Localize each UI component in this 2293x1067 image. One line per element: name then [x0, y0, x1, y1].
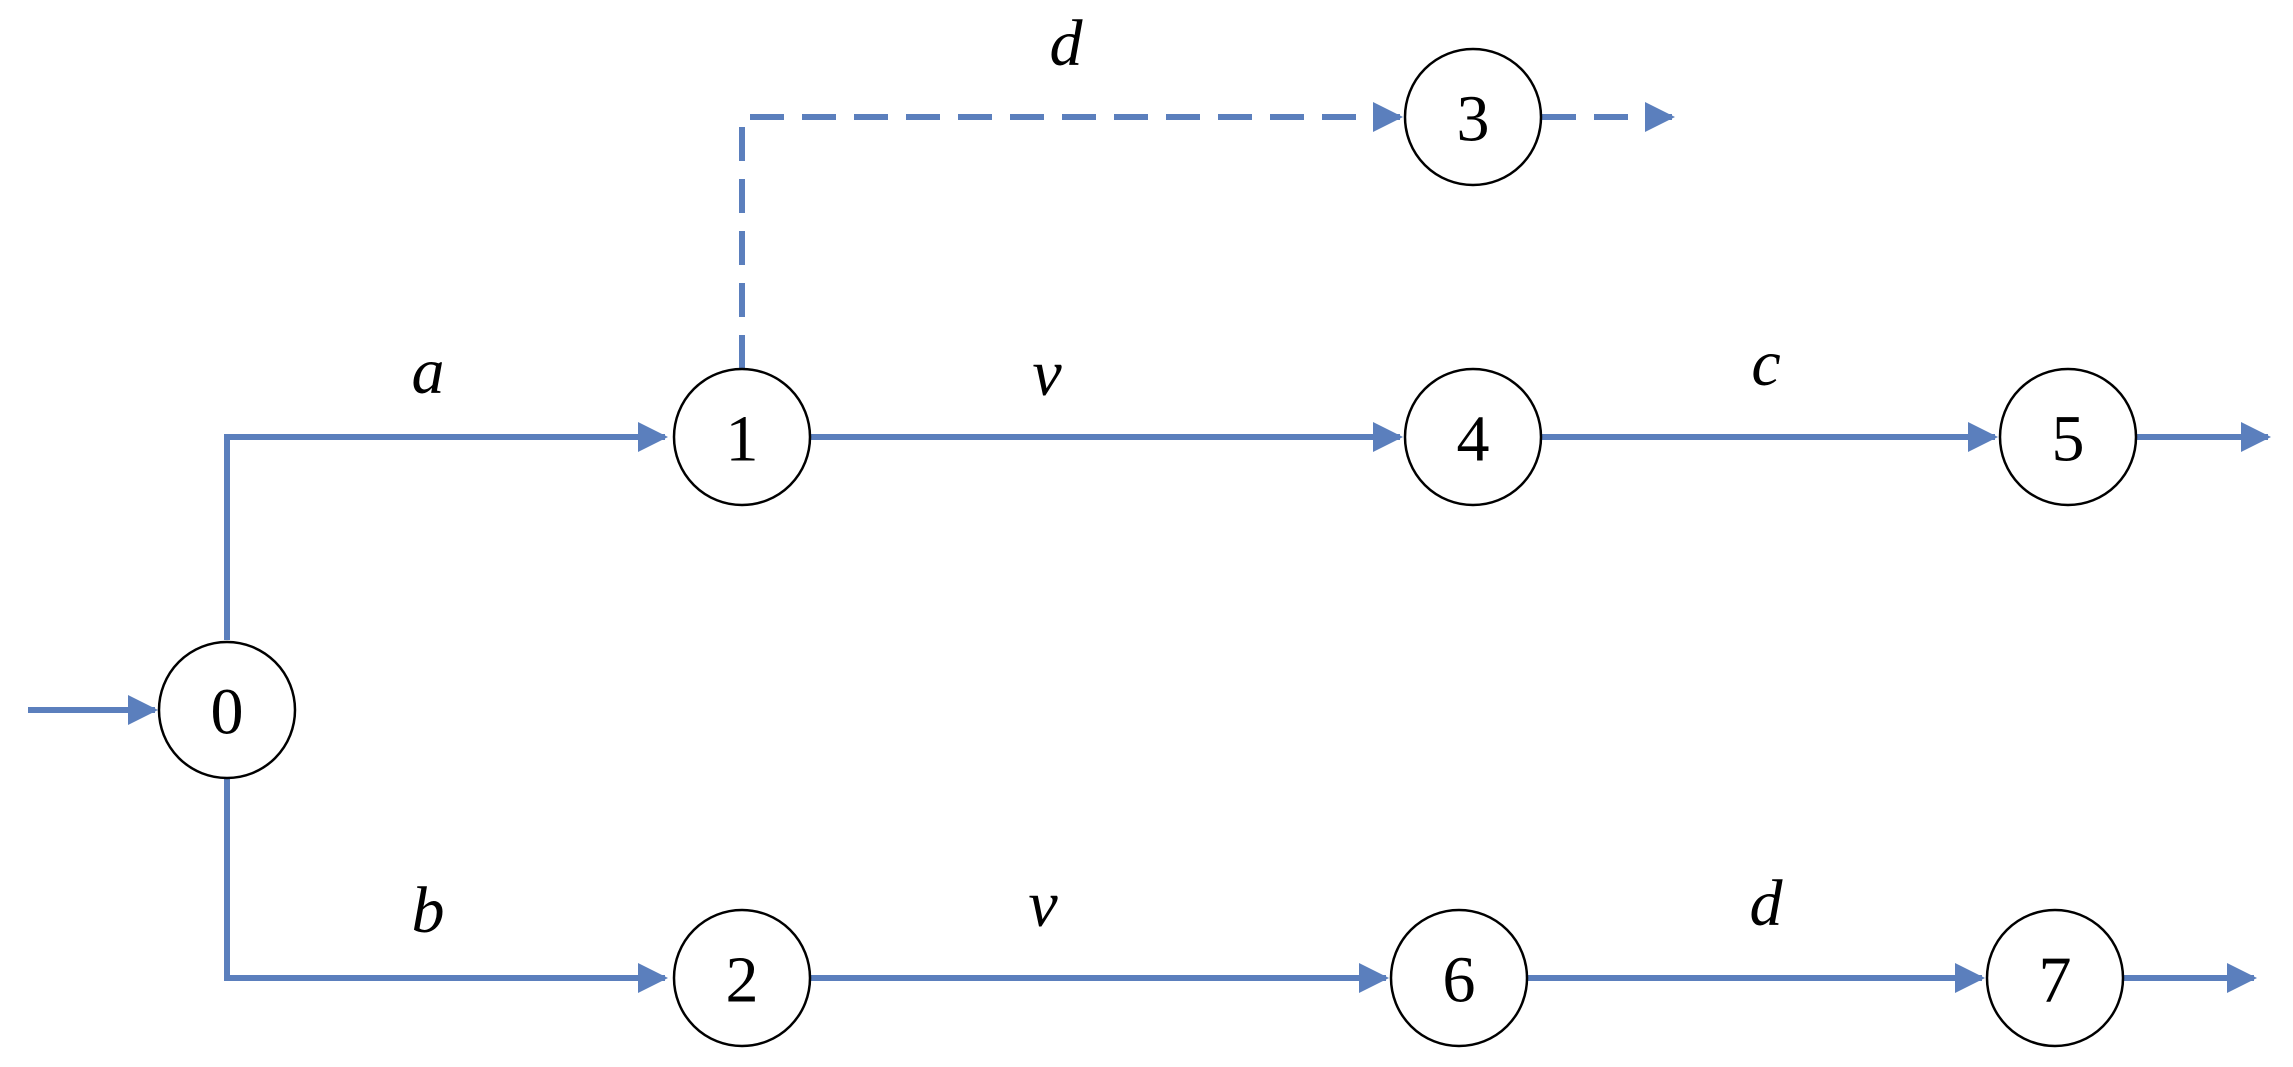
node-2-circle: [672, 908, 812, 1048]
edges: [28, 102, 2271, 993]
node-7-label: 7: [2039, 944, 2072, 1017]
node-1: 1: [672, 367, 812, 507]
node-7: 7: [1985, 908, 2125, 1048]
edge-labels: a b d v c v d: [412, 7, 1784, 947]
node-6-label: 6: [1443, 944, 1476, 1017]
edge-label-0-to-2: b: [412, 874, 445, 947]
node-3-circle: [1403, 47, 1543, 187]
node-0: 0: [157, 640, 297, 780]
edge-label-1-to-4: v: [1032, 337, 1062, 410]
node-5-label: 5: [2052, 403, 2085, 476]
node-6: 6: [1389, 908, 1529, 1048]
node-7-circle: [1985, 908, 2125, 1048]
edge-label-0-to-1: a: [412, 335, 445, 408]
node-5-circle: [1998, 367, 2138, 507]
node-6-circle: [1389, 908, 1529, 1048]
node-0-circle: [157, 640, 297, 780]
node-3-label: 3: [1457, 83, 1490, 156]
nodes: 0 1 2 3 4 5 6 7: [157, 47, 2138, 1048]
node-1-label: 1: [726, 403, 759, 476]
node-4-label: 4: [1457, 403, 1490, 476]
edge-label-4-to-5: c: [1751, 327, 1780, 400]
edge-label-1-to-3: d: [1050, 7, 1084, 80]
node-0-label: 0: [211, 676, 244, 749]
edge-0-to-1: [224, 422, 668, 640]
node-3: 3: [1403, 47, 1543, 187]
edge-0-to-2: [224, 778, 668, 993]
edge-1-to-3: [739, 102, 1403, 369]
node-4-circle: [1403, 367, 1543, 507]
edge-label-6-to-7: d: [1750, 867, 1784, 940]
node-2-label: 2: [726, 944, 759, 1017]
node-4: 4: [1403, 367, 1543, 507]
node-5: 5: [1998, 367, 2138, 507]
node-1-circle: [672, 367, 812, 507]
edge-label-2-to-6: v: [1028, 868, 1058, 941]
node-2: 2: [672, 908, 812, 1048]
